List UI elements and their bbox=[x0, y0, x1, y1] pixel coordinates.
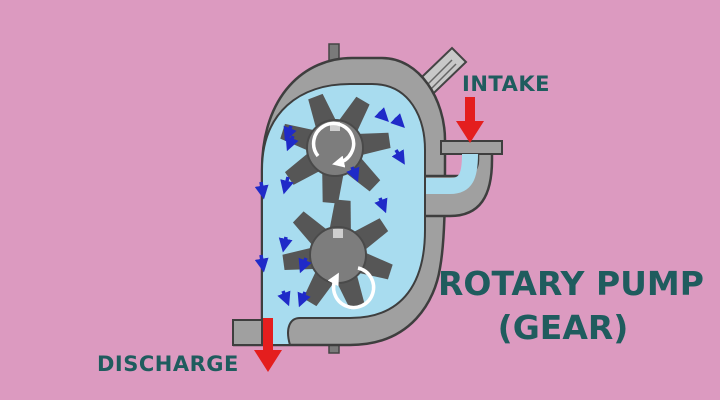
rotation-arrows bbox=[311, 121, 376, 310]
intake-label: INTAKE bbox=[462, 72, 550, 96]
rotation-arrow-icon bbox=[327, 266, 376, 310]
diagram-title: ROTARY PUMP (GEAR) bbox=[438, 262, 704, 350]
flow-arrow-icon bbox=[374, 197, 388, 214]
gear-tooth bbox=[322, 168, 345, 204]
flow-arrow-icon bbox=[254, 254, 269, 273]
flow-arrow-icon bbox=[346, 166, 360, 183]
title-line-1: ROTARY PUMP bbox=[438, 264, 704, 303]
gear-keyway bbox=[333, 229, 343, 238]
flow-arrow-icon bbox=[297, 291, 311, 308]
flow-arrow-icon bbox=[278, 236, 293, 253]
discharge-label: DISCHARGE bbox=[97, 352, 239, 376]
flow-arrow-icon bbox=[277, 290, 291, 307]
flow-arrow-icon bbox=[285, 135, 299, 152]
rotation-arrow-icon bbox=[311, 121, 356, 168]
flow-arrow-icon bbox=[391, 149, 405, 165]
discharge-port bbox=[232, 319, 263, 346]
flow-arrow-icon bbox=[390, 113, 405, 128]
flow-arrow-icon bbox=[283, 125, 297, 142]
gear-tooth bbox=[329, 199, 351, 235]
intake-arrow-icon bbox=[456, 97, 484, 143]
gear-keyway bbox=[330, 122, 340, 131]
flow-arrow-icon bbox=[374, 107, 389, 122]
flow-arrow-icon bbox=[298, 257, 312, 274]
gear-tooth bbox=[355, 132, 391, 156]
title-line-2: (GEAR) bbox=[497, 308, 629, 347]
flow-arrows bbox=[254, 107, 405, 308]
gear-hub bbox=[306, 119, 364, 177]
flow-arrow-icon bbox=[280, 176, 294, 195]
discharge-arrow-icon bbox=[254, 318, 282, 372]
flow-arrow-icon bbox=[254, 181, 269, 200]
